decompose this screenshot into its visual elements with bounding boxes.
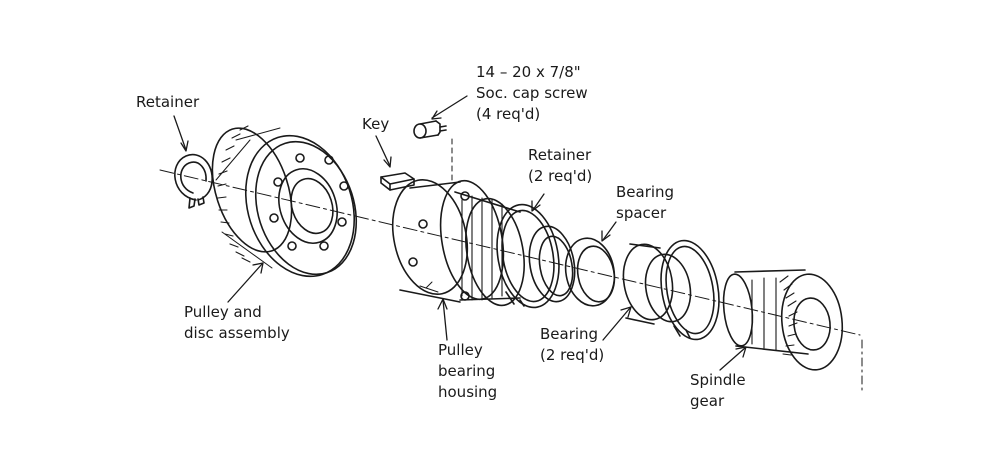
label-line: Bearing: [540, 325, 599, 343]
label-spindle-gear: Spindle gear: [690, 370, 746, 412]
leader-lines: [173, 95, 747, 371]
label-line: bearing: [438, 362, 496, 380]
leader-pulley-disc-arrow: [252, 262, 264, 274]
leader-spacer: [602, 221, 617, 241]
label-retainer-right: Retainer (2 req'd): [528, 145, 592, 187]
label-line: Pulley and: [184, 303, 262, 321]
retainer-spindle-part: [660, 239, 720, 341]
leader-retainer-left: [173, 115, 187, 151]
leader-bearing-arrow: [620, 306, 632, 318]
key-part: [380, 172, 415, 191]
leader-spindle-arrow: [735, 346, 747, 358]
label-line: Retainer: [528, 146, 592, 164]
label-line: Pulley: [438, 341, 483, 359]
center-axis: [159, 169, 861, 336]
label-bearing: Bearing (2 req'd): [540, 324, 604, 366]
retainer-right-part: [496, 203, 560, 309]
leader-retainer-right: [532, 193, 545, 211]
leader-spindle: [719, 347, 746, 371]
label-line: 14 – 20 x 7/8": [476, 63, 581, 81]
label-pulley-disc: Pulley and disc assembly: [184, 302, 290, 344]
label-line: Spindle: [690, 371, 746, 389]
label-line: (2 req'd): [528, 167, 593, 185]
leader-retainer-right-arrow: [531, 200, 541, 212]
pulley-disc-part: [211, 125, 358, 278]
label-housing: Pulley bearing housing: [438, 340, 497, 403]
label-bearing-spacer: Bearing spacer: [616, 182, 674, 224]
leader-housing-arrow: [437, 298, 448, 310]
label-line: Soc. cap screw: [476, 84, 588, 102]
bearing-part: [528, 225, 692, 325]
label-line: housing: [438, 383, 498, 401]
retainer-left-part: [174, 153, 213, 209]
label-key: Key: [362, 114, 389, 135]
bearing-housing-part: [391, 178, 525, 307]
leader-screw: [431, 95, 468, 119]
leader-key-arrow: [383, 156, 392, 168]
label-line: Key: [362, 115, 390, 133]
leader-key: [375, 135, 391, 167]
screw-part: [413, 120, 453, 181]
leader-pulley-disc: [227, 263, 263, 303]
leader-housing: [442, 299, 448, 341]
spindle-gear-part: [722, 269, 863, 391]
label-line: disc assembly: [184, 324, 290, 342]
label-retainer-left: Retainer: [136, 92, 199, 113]
label-line: gear: [690, 392, 725, 410]
label-screw: 14 – 20 x 7/8" Soc. cap screw (4 req'd): [476, 62, 588, 125]
leader-retainer-left-arrow: [180, 140, 189, 152]
label-line: (2 req'd): [540, 346, 605, 364]
label-line: spacer: [616, 204, 667, 222]
label-line: (4 req'd): [476, 105, 541, 123]
leader-bearing: [602, 307, 631, 341]
bearing-spacer-part: [564, 237, 616, 307]
leader-spacer-arrow: [601, 230, 611, 242]
leader-screw-arrow: [431, 110, 442, 120]
label-line: Retainer: [136, 93, 200, 111]
label-line: Bearing: [616, 183, 675, 201]
